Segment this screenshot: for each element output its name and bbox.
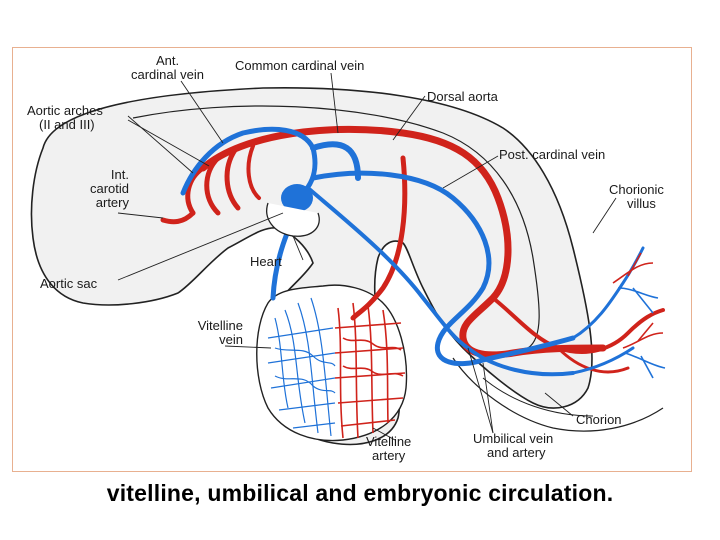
internal-carotid [160, 210, 196, 225]
leader-lines [117, 72, 617, 441]
aortic-arch-3 [224, 147, 241, 211]
label-heart: Heart [250, 254, 282, 269]
label-umbilical-vein-artery: Umbilical vein and artery [473, 431, 554, 460]
chorion-wall-inner [482, 377, 594, 417]
embryo-circulation-diagram [30, 72, 666, 446]
vitelline-vein-network [267, 297, 336, 437]
umbilical-artery [491, 296, 665, 354]
neural-tube-outline [132, 105, 540, 349]
label-vitelline-vein: Vitelline vein [197, 318, 243, 347]
chorionic-vein-2 [571, 346, 635, 375]
label-chorionic-villus: Chorionic villus [609, 182, 664, 211]
label-chorion: Chorion [576, 412, 622, 427]
label-int-carotid-artery: Int. carotid artery [89, 167, 129, 210]
umbilical-vein [306, 186, 575, 377]
heart-chamber [281, 184, 313, 212]
label-post-cardinal-vein: Post. cardinal vein [499, 147, 606, 162]
figure-caption: vitelline, umbilical and embryonic circu… [106, 480, 614, 506]
aortic-arch-2 [204, 155, 221, 216]
label-ant-cardinal-vein: Ant. cardinal vein [131, 53, 204, 82]
vitelline-artery [350, 155, 408, 321]
aortic-arch-4 [246, 144, 261, 200]
anterior-cardinal-vein [180, 126, 318, 196]
label-vitelline-artery: Vitelline artery [366, 434, 412, 463]
vitelline-artery-network [334, 302, 406, 439]
aortic-arch-1 [185, 165, 206, 216]
label-dorsal-aorta: Dorsal aorta [427, 89, 498, 104]
label-aortic-sac: Aortic sac [40, 276, 98, 291]
yolk-sac [256, 284, 408, 442]
chorionic-villi [612, 252, 666, 379]
common-cardinal-vein [310, 141, 361, 181]
chorion-wall [452, 357, 664, 432]
diagram-frame: Ant. cardinal vein Common cardinal vein … [12, 47, 692, 472]
label-aortic-arches: Aortic arches (II and III) [27, 103, 103, 132]
posterior-cardinal-vein [310, 170, 576, 367]
label-common-cardinal-vein: Common cardinal vein [235, 58, 365, 73]
